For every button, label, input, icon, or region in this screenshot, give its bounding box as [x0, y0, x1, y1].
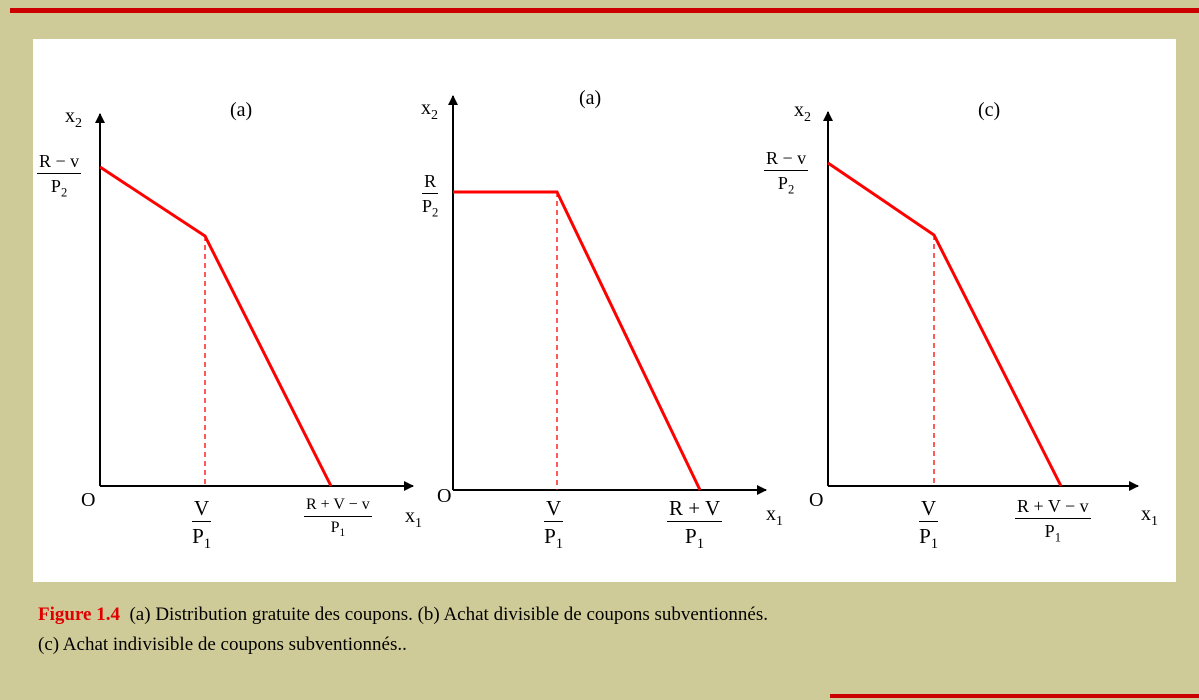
panel-3-kink-x-label: V P1 — [919, 496, 939, 553]
figure-label: Figure 1.4 — [38, 604, 120, 625]
diagram-svg — [95, 95, 1139, 495]
caption-text: (a) Distribution gratuite des coupons. (… — [129, 604, 768, 625]
panel-3-y-axis-label: x2 — [794, 99, 811, 125]
panel-3-title: (c) — [978, 99, 1001, 121]
panel-1-budget-line — [99, 165, 333, 487]
panel-2-title: (a) — [579, 87, 602, 109]
panel-2-kink-x-label: V P1 — [544, 496, 564, 553]
panel-1-y-axis-label: x2 — [65, 105, 82, 131]
panel-2-origin: O — [437, 485, 452, 507]
panel-2-x-axis-label: x1 — [766, 503, 783, 529]
panel-3-budget-line — [827, 161, 1063, 487]
caption-text-2: (c) Achat indivisible de coupons subvent… — [38, 634, 407, 656]
panel-2-y-axis-label: x2 — [421, 97, 438, 123]
panel-2-budget-line — [453, 190, 702, 491]
panel-1-origin: O — [81, 489, 96, 511]
panel-1-kink-x-label: V P1 — [192, 496, 212, 553]
panel-2-y-intercept-label: R P2 — [422, 171, 439, 220]
top-rule — [10, 8, 1199, 13]
panel-3 — [823, 111, 1139, 491]
panel-1-title: (a) — [230, 99, 253, 121]
panel-1-x-axis-label: x1 — [405, 505, 422, 531]
bottom-rule — [830, 694, 1199, 698]
panel-3-x-axis-label: x1 — [1141, 503, 1158, 529]
diagram-canvas: (a) x2 O x1 R − v P2 V P1 R + V − v P1 (… — [33, 39, 1176, 582]
panel-1-y-intercept-label: R − v P2 — [37, 151, 82, 200]
figure-caption: Figure 1.4 (a) Distribution gratuite des… — [38, 600, 1158, 661]
panel-3-y-intercept-label: R − v P2 — [764, 148, 809, 197]
panel-2-x-intercept-label: R + V P1 — [667, 496, 723, 553]
panel-1-x-intercept-label: R + V − v P1 — [304, 496, 372, 539]
panel-3-x-intercept-label: R + V − v P1 — [1015, 496, 1091, 545]
panel-2 — [448, 95, 767, 495]
panel-1 — [95, 113, 414, 491]
panel-3-origin: O — [809, 489, 824, 511]
